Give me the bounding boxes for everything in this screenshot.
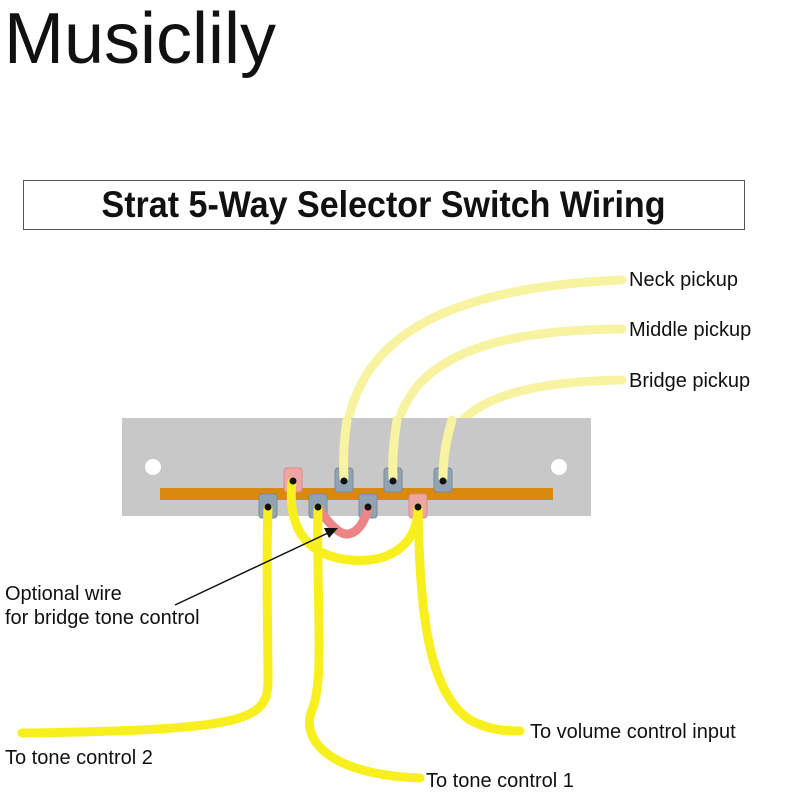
label-volume-control-input: To volume control input [530,721,736,743]
label-tone-control-1: To tone control 1 [426,770,574,792]
output-wires [17,477,525,783]
pickup-wire-ends [339,415,457,483]
volume-control-wire [413,503,525,736]
switch-plate [122,418,591,516]
label-bridge-pickup: Bridge pickup [629,370,750,392]
diagram-title: Strat 5-Way Selector Switch Wiring [102,184,666,225]
brand-logo-text: Musiclily [4,0,277,79]
tone-control-1-wire [305,503,425,783]
solder-points [264,477,447,511]
mounting-hole-right [551,459,567,475]
tone-control-2-wire [17,503,273,738]
diagram-title-box: Strat 5-Way Selector Switch Wiring [23,180,745,230]
optional-wire-arrow [174,528,338,606]
label-optional-wire-line1: Optional wire [5,583,122,605]
optional-bridge-tone-wire [313,503,373,539]
label-tone-control-2: To tone control 2 [5,747,153,769]
arrow-head-icon [324,528,338,538]
label-optional-wire-line2: for bridge tone control [5,607,200,629]
label-middle-pickup: Middle pickup [629,319,751,341]
mounting-hole-left [145,459,161,475]
jumper-wire-arc [286,477,423,565]
bus-bar [160,488,553,500]
label-neck-pickup: Neck pickup [629,269,738,291]
